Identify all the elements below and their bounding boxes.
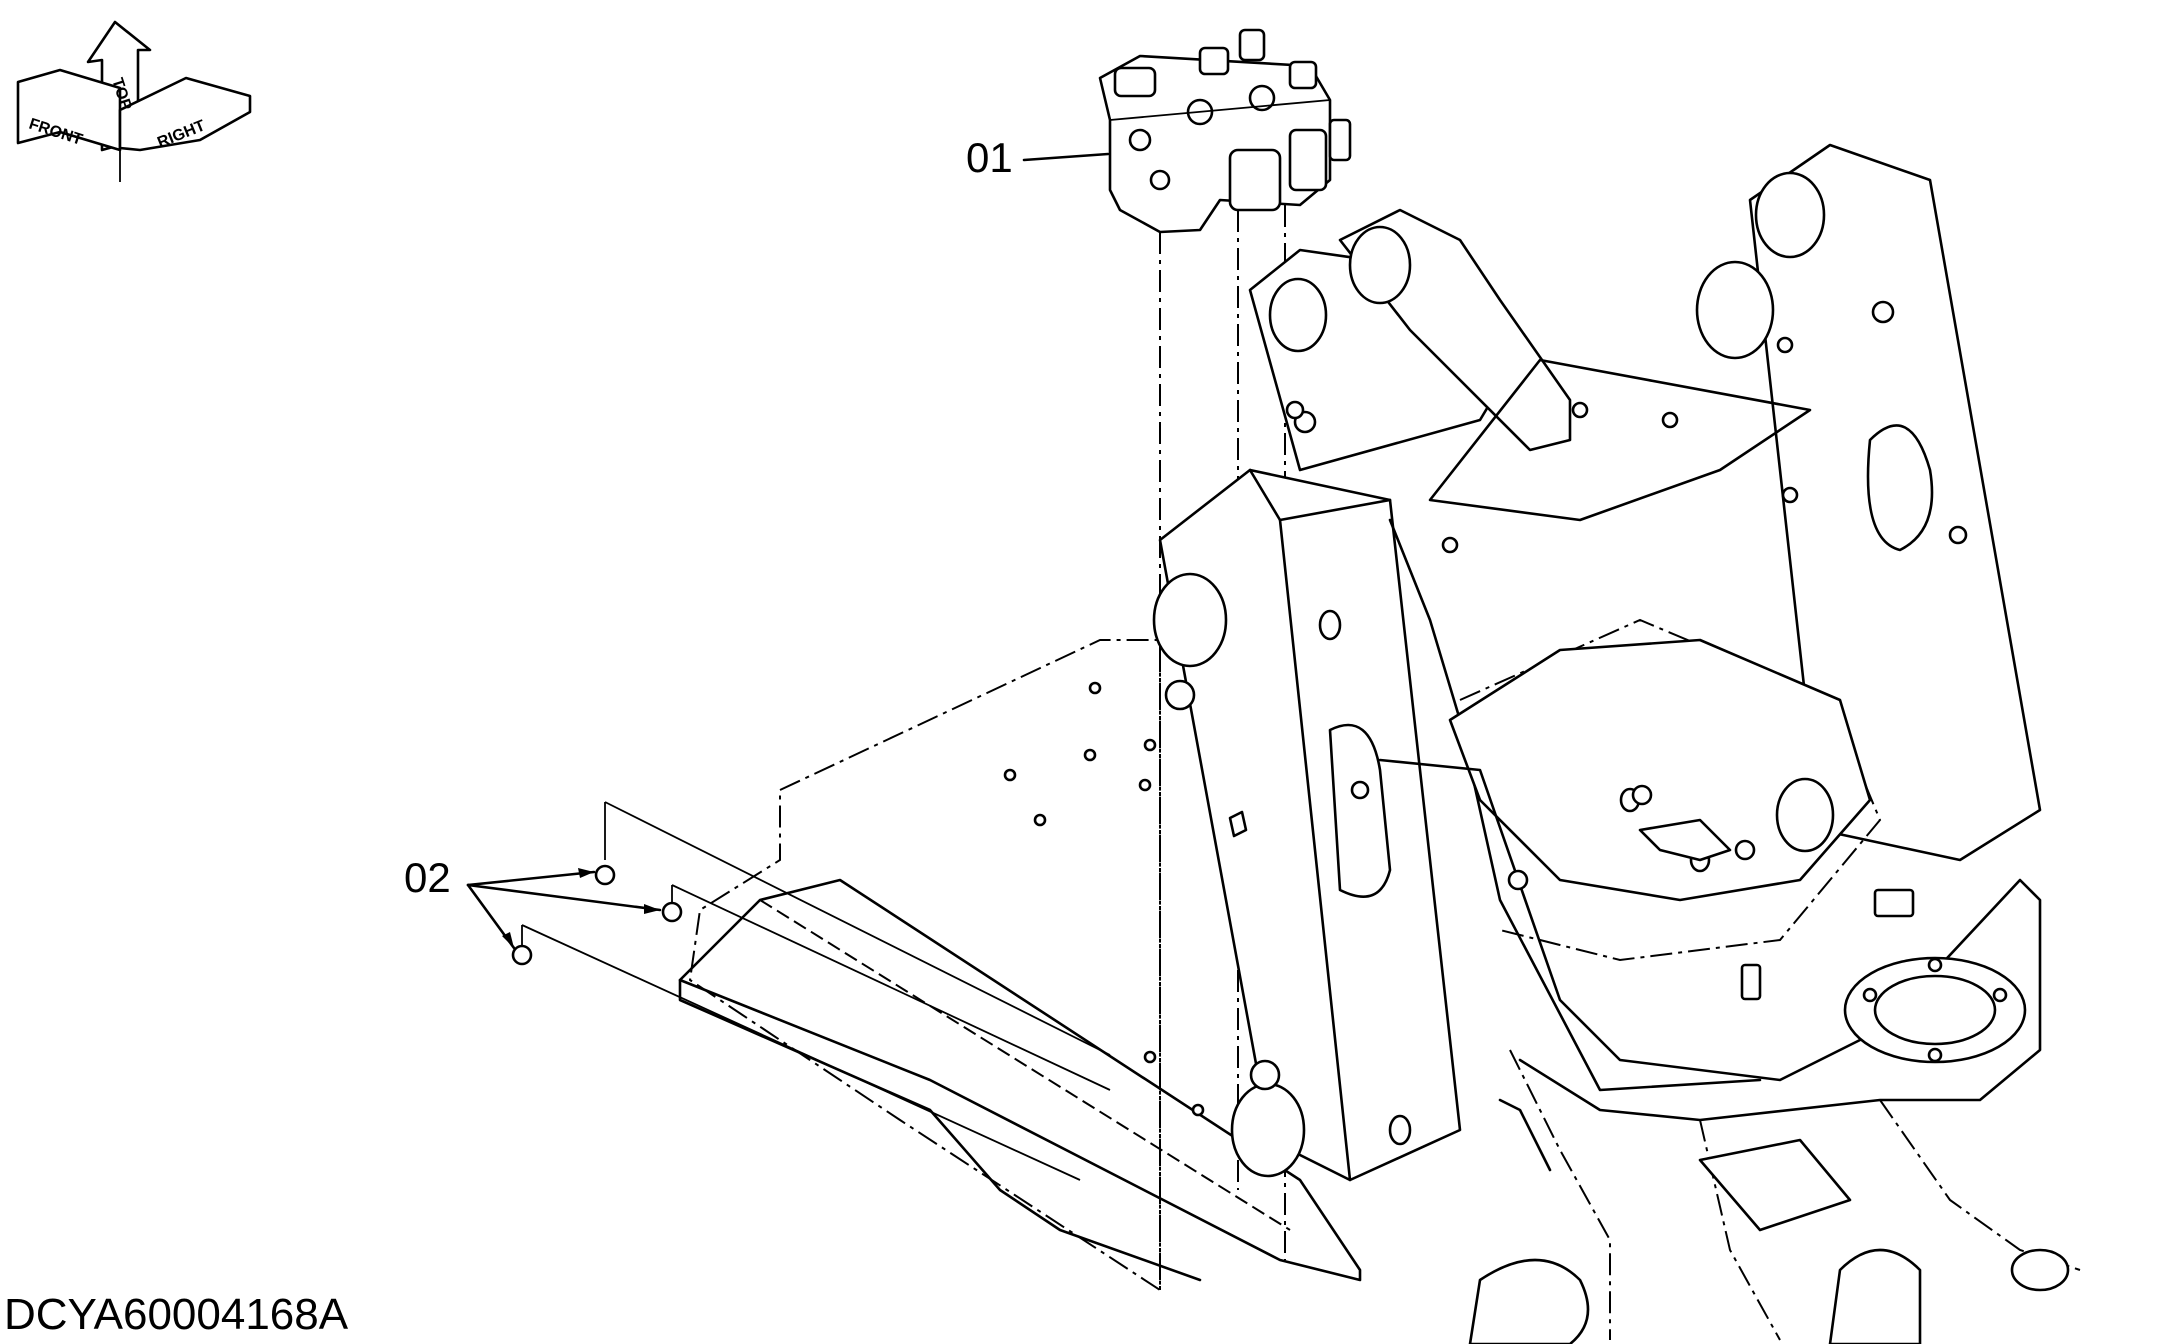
orientation-indicator: FRONT TOP RIGHT (16, 20, 252, 182)
main-frame (678, 143, 2081, 1344)
control-valve-part (1098, 28, 1352, 234)
callout-01: 01 (966, 134, 1110, 181)
callout-01-label: 01 (966, 134, 1013, 181)
bolt-icon (511, 944, 533, 966)
callout-02-label: 02 (404, 854, 451, 901)
document-id: DCYA60004168A (4, 1290, 349, 1339)
right-arrow-icon (118, 76, 252, 152)
bolt-icon (594, 864, 616, 886)
bolt-icon (661, 901, 683, 923)
callout-02: 02 (404, 854, 662, 950)
bolt-set-part-02 (511, 801, 1111, 1181)
